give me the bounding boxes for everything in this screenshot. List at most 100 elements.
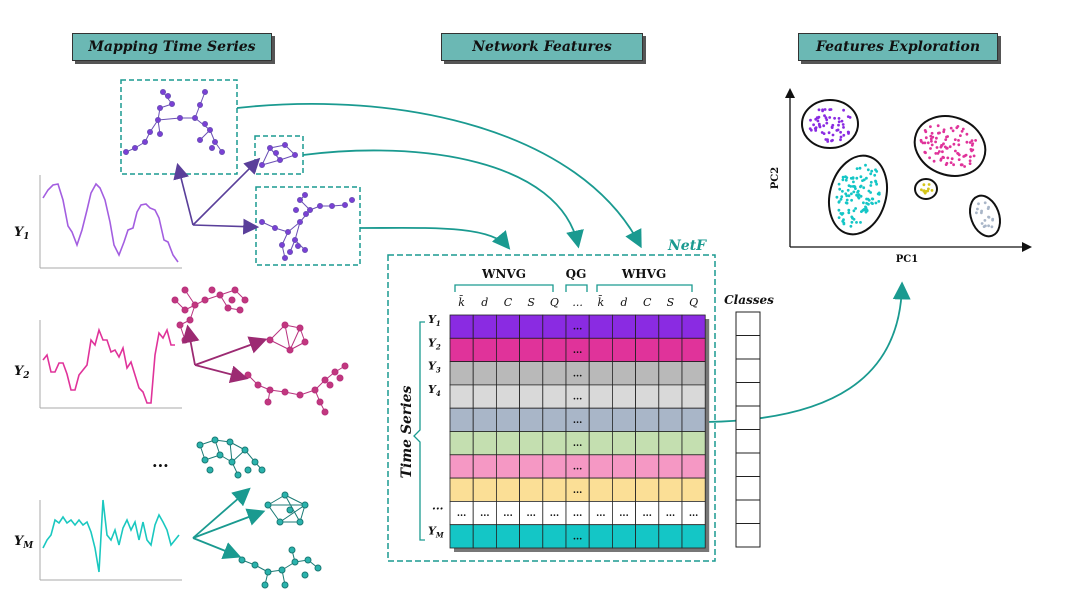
matrix-ellipsis: ...	[480, 509, 489, 519]
scatter-point	[826, 140, 830, 143]
scatter-point	[865, 209, 869, 213]
scatter-point	[854, 187, 857, 191]
scatter-point	[970, 143, 974, 147]
scatter-point	[845, 194, 849, 198]
scatter-point	[841, 189, 844, 193]
scatter-point	[873, 173, 877, 177]
scatter-point	[929, 147, 932, 150]
scatter-point	[835, 129, 839, 132]
matrix-cell	[495, 454, 520, 479]
scatter-point	[837, 216, 841, 220]
purple-branch-arrows	[173, 157, 261, 235]
matrix-cell	[449, 431, 474, 456]
scatter-point	[951, 129, 955, 133]
cluster-purple	[801, 99, 859, 149]
scatter-point	[983, 201, 987, 205]
series-label-1: Y1	[14, 225, 30, 242]
row-label: ...	[432, 499, 444, 512]
matrix-cell	[658, 314, 683, 339]
network-magenta-1	[171, 286, 249, 344]
matrix-cell	[681, 314, 706, 339]
matrix-cell	[472, 407, 497, 432]
scatter-point	[841, 178, 845, 182]
matrix-ellipsis: ...	[573, 323, 582, 333]
column-header: ...	[572, 296, 583, 309]
scatter-point	[960, 129, 964, 133]
matrix-cell	[588, 384, 613, 409]
scatter-point	[831, 138, 834, 142]
matrix-cell	[588, 361, 613, 386]
scatter-point	[846, 188, 850, 192]
matrix-cell	[449, 314, 474, 339]
matrix-cell	[519, 407, 544, 432]
scatter-point	[950, 157, 954, 161]
scatter-point	[952, 163, 955, 167]
group-brackets	[454, 284, 693, 292]
scatter-point	[844, 175, 847, 179]
netf-box	[387, 254, 716, 562]
scatter-point	[945, 161, 949, 165]
scatter-point	[831, 123, 835, 127]
network-cyan-1	[196, 436, 266, 479]
matrix-ellipsis: ...	[526, 509, 535, 519]
scatter-point	[987, 205, 990, 209]
matrix-ellipsis: ...	[573, 486, 582, 496]
scatter-point	[946, 135, 949, 138]
matrix-cell	[681, 431, 706, 456]
scatter-point	[865, 201, 868, 205]
scatter-point	[827, 131, 831, 135]
matrix-ellipsis: ...	[573, 509, 582, 519]
network-cyan-3	[238, 546, 322, 589]
matrix-ellipsis: ...	[573, 462, 582, 472]
column-header: S	[667, 296, 675, 309]
matrix-ellipsis: ...	[573, 532, 582, 542]
scatter-point	[991, 217, 995, 221]
scatter-point	[980, 211, 983, 215]
scatter-point	[976, 207, 979, 211]
scatter-point	[839, 138, 842, 142]
matrix-cell	[495, 337, 520, 362]
scatter-point	[814, 126, 818, 129]
column-header: Q	[689, 296, 698, 309]
matrix-cell	[542, 431, 567, 456]
matrix-cell	[681, 361, 706, 386]
matrix-cell	[658, 524, 683, 549]
scatter-point	[987, 224, 990, 228]
scatter-point	[828, 116, 832, 119]
scatter-point	[857, 196, 861, 200]
column-header: d	[620, 296, 627, 309]
scatter-point	[953, 138, 957, 142]
matrix-cell	[472, 361, 497, 386]
scatter-point	[930, 143, 934, 147]
series-ellipsis: ...	[152, 452, 169, 471]
matrix-cell	[495, 384, 520, 409]
scatter-point	[875, 182, 878, 186]
row-label: Y1	[428, 313, 441, 328]
scatter-point	[959, 134, 962, 138]
scatter-point	[965, 140, 969, 144]
scatter-point	[975, 211, 978, 215]
scatter-point	[956, 151, 959, 155]
matrix-ellipsis: ...	[596, 509, 605, 519]
scatter-point	[850, 198, 853, 202]
cluster-magenta	[913, 115, 987, 177]
scatter-point	[817, 108, 821, 112]
netf-label: NetF	[667, 238, 707, 254]
feature-matrix: ........................................…	[449, 314, 710, 552]
scatter-point	[821, 108, 824, 112]
scatter-point	[974, 139, 977, 142]
scatter-point	[949, 126, 953, 130]
matrix-cell	[495, 361, 520, 386]
column-header: k̄	[597, 296, 604, 309]
scatter-point	[831, 133, 835, 137]
scatter-point	[854, 207, 857, 210]
scatter-point	[934, 140, 937, 144]
scatter-point	[847, 184, 851, 188]
scatter-point	[957, 158, 961, 162]
matrix-cell	[449, 524, 474, 549]
scatter-point	[969, 155, 972, 159]
scatter-point	[842, 133, 846, 137]
matrix-cell	[449, 454, 474, 479]
matrix-cell	[542, 314, 567, 339]
